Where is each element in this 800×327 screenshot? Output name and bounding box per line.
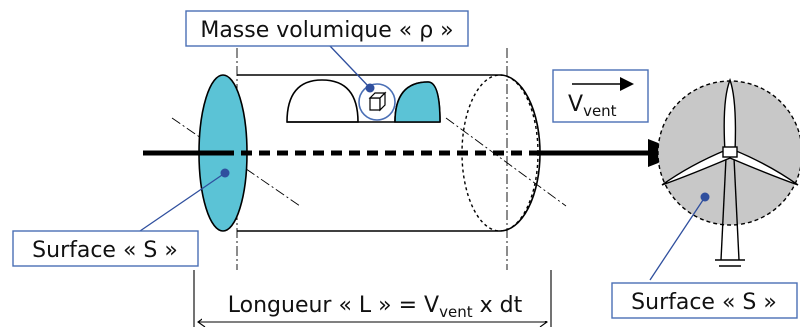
length-prefix: Longueur « L » = V: [228, 293, 439, 318]
blade-up: [723, 78, 737, 153]
density-label: Masse volumique « ρ »: [185, 10, 469, 47]
marker-density: [365, 83, 375, 93]
wind-turbine: [657, 78, 800, 267]
guide-diagonal-right: [445, 117, 567, 207]
blade-left: [661, 149, 731, 186]
right-surface-label: Surface « S »: [611, 282, 798, 319]
velocity-label: Vvent: [552, 69, 649, 123]
leader-markers: [220, 83, 710, 202]
turbine-blades: [661, 78, 799, 186]
marker-front-surface: [220, 168, 230, 178]
cylinder-notch-back: [286, 79, 359, 123]
right-surface-label-text: Surface « S »: [631, 290, 777, 315]
length-subscript: vent: [439, 303, 473, 321]
cube-icon: [368, 91, 387, 112]
left-surface-label-text: Surface « S »: [32, 238, 178, 263]
turbine-tower: [715, 157, 745, 267]
velocity-label-box: [552, 69, 649, 123]
left-surface-label-box: [12, 230, 199, 267]
density-label-text: Masse volumique « ρ »: [200, 18, 453, 43]
notch-section: [394, 81, 441, 123]
velocity-label-text: Vvent: [568, 92, 617, 120]
volume-element: [358, 83, 396, 121]
length-label-box: [202, 286, 549, 321]
blade-right: [729, 149, 799, 186]
velocity-vector-head: [620, 77, 634, 91]
length-suffix: x dt: [473, 293, 523, 318]
leader-lines: [139, 45, 706, 281]
marker-turbine-surface: [700, 192, 710, 202]
density-label-box: [185, 10, 469, 47]
velocity-main: V: [568, 92, 583, 117]
left-surface-label: Surface « S »: [12, 230, 199, 267]
velocity-subscript: vent: [583, 102, 617, 120]
length-label-text: Longueur « L » = Vvent x dt: [228, 293, 523, 321]
turbine-nacelle: [722, 146, 738, 158]
right-surface-label-box: [611, 282, 798, 319]
